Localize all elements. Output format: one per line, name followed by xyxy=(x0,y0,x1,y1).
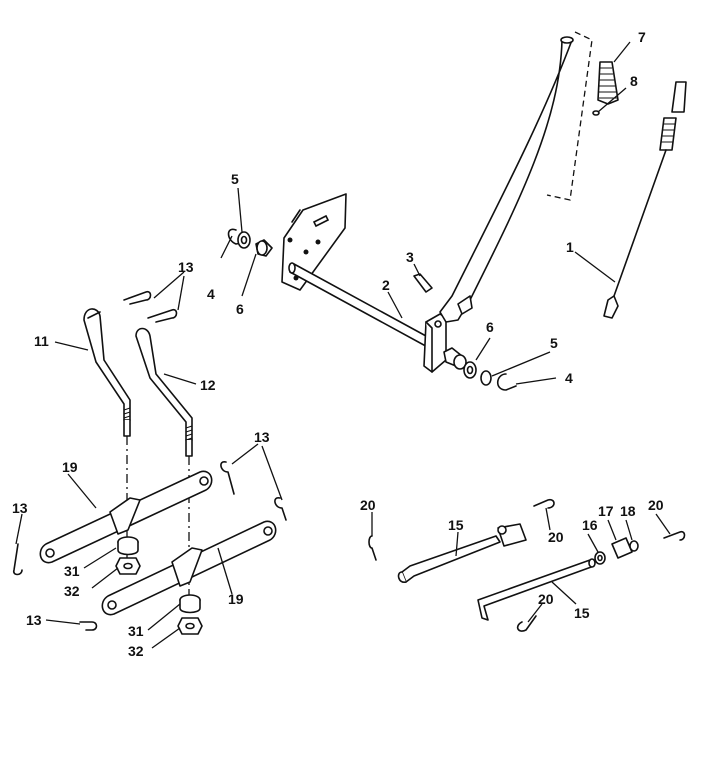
bushing-right xyxy=(443,347,467,370)
washer-left xyxy=(237,231,251,249)
callout-13-bottom: 13 xyxy=(26,612,42,628)
bushing-lower xyxy=(179,594,201,614)
bushing-left xyxy=(255,239,273,257)
trunnion-17 xyxy=(611,537,633,559)
callout-4-left: 4 xyxy=(207,286,215,302)
hairpin-clip-arm-right xyxy=(274,497,287,521)
callout-20-bottom: 20 xyxy=(538,591,554,607)
hairpin-clip-arm-upper xyxy=(220,461,235,495)
callout-20-top: 20 xyxy=(548,529,564,545)
callout-13-mid: 13 xyxy=(254,429,270,445)
callout-3: 3 xyxy=(406,249,414,265)
clip-20-top xyxy=(533,498,555,509)
lift-arm-lower xyxy=(101,520,277,616)
callout-5-right: 5 xyxy=(550,335,558,351)
hairpin-clip-arm-left xyxy=(12,543,23,576)
callout-15-upper: 15 xyxy=(448,517,464,533)
hairpin-clip-right xyxy=(496,373,517,391)
roll-pin xyxy=(413,273,433,293)
callout-labels: 1 2 3 4 4 5 5 6 6 7 8 11 12 13 13 13 13 … xyxy=(12,29,664,659)
handle-pin xyxy=(592,110,600,116)
callout-32-lower: 32 xyxy=(128,643,144,659)
callout-18: 18 xyxy=(620,503,636,519)
lift-arm-upper xyxy=(39,470,213,564)
callout-16: 16 xyxy=(582,517,598,533)
callout-13-top: 13 xyxy=(178,259,194,275)
callout-19-upper: 19 xyxy=(62,459,78,475)
lift-link-right xyxy=(135,327,193,457)
lift-link-left xyxy=(83,308,131,437)
callout-20-right: 20 xyxy=(648,497,664,513)
callout-8: 8 xyxy=(630,73,638,89)
handle-extension-outline xyxy=(546,31,593,201)
callout-1: 1 xyxy=(566,239,574,255)
callout-31-upper: 31 xyxy=(64,563,80,579)
clip-20-bottom xyxy=(516,615,537,632)
callout-19-lower: 19 xyxy=(228,591,244,607)
lift-handle-lever xyxy=(439,36,574,323)
callout-5-left: 5 xyxy=(231,171,239,187)
nut-16 xyxy=(594,551,606,565)
callout-12: 12 xyxy=(200,377,216,393)
callout-7: 7 xyxy=(638,29,646,45)
callout-32-upper: 32 xyxy=(64,583,80,599)
washer-right xyxy=(463,361,492,386)
clip-20-right xyxy=(663,530,686,541)
hairpin-clip-link-right xyxy=(147,308,178,323)
handle-grip xyxy=(597,61,619,105)
lift-rod xyxy=(603,81,687,319)
callout-11: 11 xyxy=(34,333,49,349)
callout-20-left: 20 xyxy=(360,497,376,513)
hairpin-clip-arm-bottom xyxy=(79,621,98,631)
callout-2: 2 xyxy=(382,277,390,293)
hairpin-clip-link-left xyxy=(123,290,152,305)
nut-18 xyxy=(629,540,639,552)
callout-15-lower: 15 xyxy=(574,605,590,621)
lift-rod-front xyxy=(397,523,527,583)
callout-31-lower: 31 xyxy=(128,623,144,639)
callout-4-right: 4 xyxy=(565,370,573,386)
callout-6-left: 6 xyxy=(236,301,244,317)
nut-upper xyxy=(115,557,141,575)
nut-lower xyxy=(177,617,203,635)
lift-rod-rear xyxy=(477,558,596,621)
lift-bracket xyxy=(423,313,447,373)
leader-lines xyxy=(15,41,671,649)
bushing-upper xyxy=(117,536,139,556)
callout-13-left: 13 xyxy=(12,500,28,516)
callout-6-right: 6 xyxy=(486,319,494,335)
callout-17: 17 xyxy=(598,503,614,519)
clip-20-left xyxy=(368,535,377,561)
